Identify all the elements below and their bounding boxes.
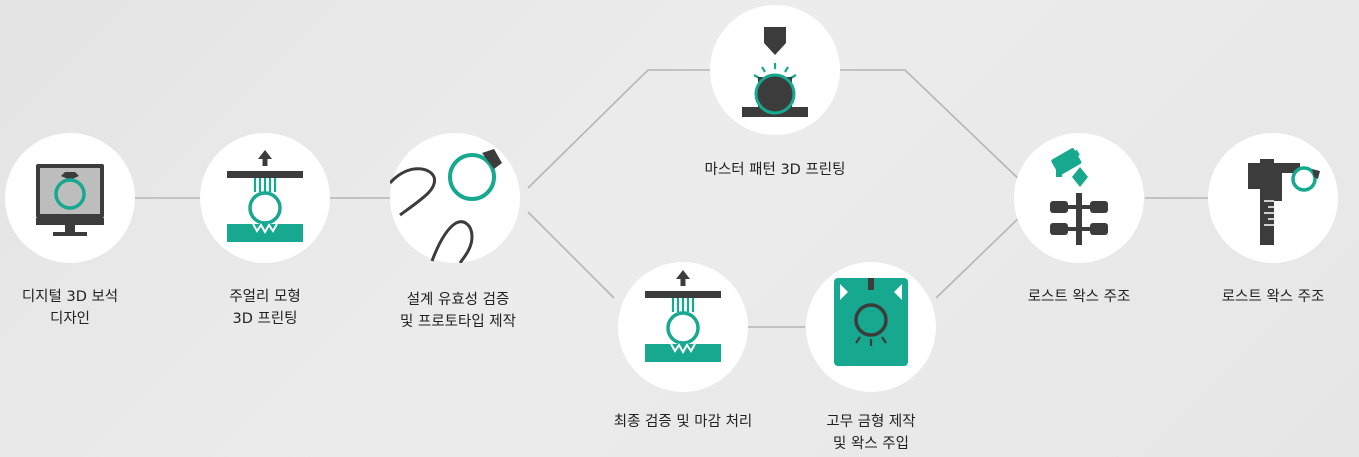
step-4-label: 마스터 패턴 3D 프린팅	[704, 162, 846, 178]
rubber-mold-icon	[834, 278, 908, 366]
step-5-label: 최종 검증 및 마감 처리	[613, 414, 753, 430]
monitor-ring-icon	[36, 164, 104, 236]
casting-tree-icon	[1050, 148, 1108, 245]
resin-printer-icon	[645, 270, 721, 362]
step-8-label: 로스트 왁스 주조	[1221, 289, 1325, 305]
step-4-circle	[710, 5, 840, 135]
step-1-circle	[5, 133, 135, 263]
step-6-circle	[806, 262, 936, 392]
step-2-label: 주얼리 모형 3D 프린팅	[229, 289, 301, 327]
step-1-label: 디지털 3D 보석 디자인	[21, 289, 119, 327]
step-6-label: 고무 금형 제작 및 왁스 주입	[826, 414, 916, 452]
step-3-circle	[390, 133, 520, 263]
step-2-circle	[200, 133, 330, 263]
caliper-ring-icon	[1248, 159, 1320, 245]
step-7-circle	[1014, 133, 1144, 263]
extruder-printer-icon	[742, 27, 808, 117]
resin-printer-icon	[227, 150, 303, 242]
step-8-circle	[1208, 133, 1338, 263]
step-3-label: 설계 유효성 검증 및 프로토타입 제작	[400, 292, 516, 330]
hand-ring-icon	[390, 149, 502, 263]
step-7-label: 로스트 왁스 주조	[1027, 289, 1131, 305]
step-5-circle	[618, 262, 748, 392]
